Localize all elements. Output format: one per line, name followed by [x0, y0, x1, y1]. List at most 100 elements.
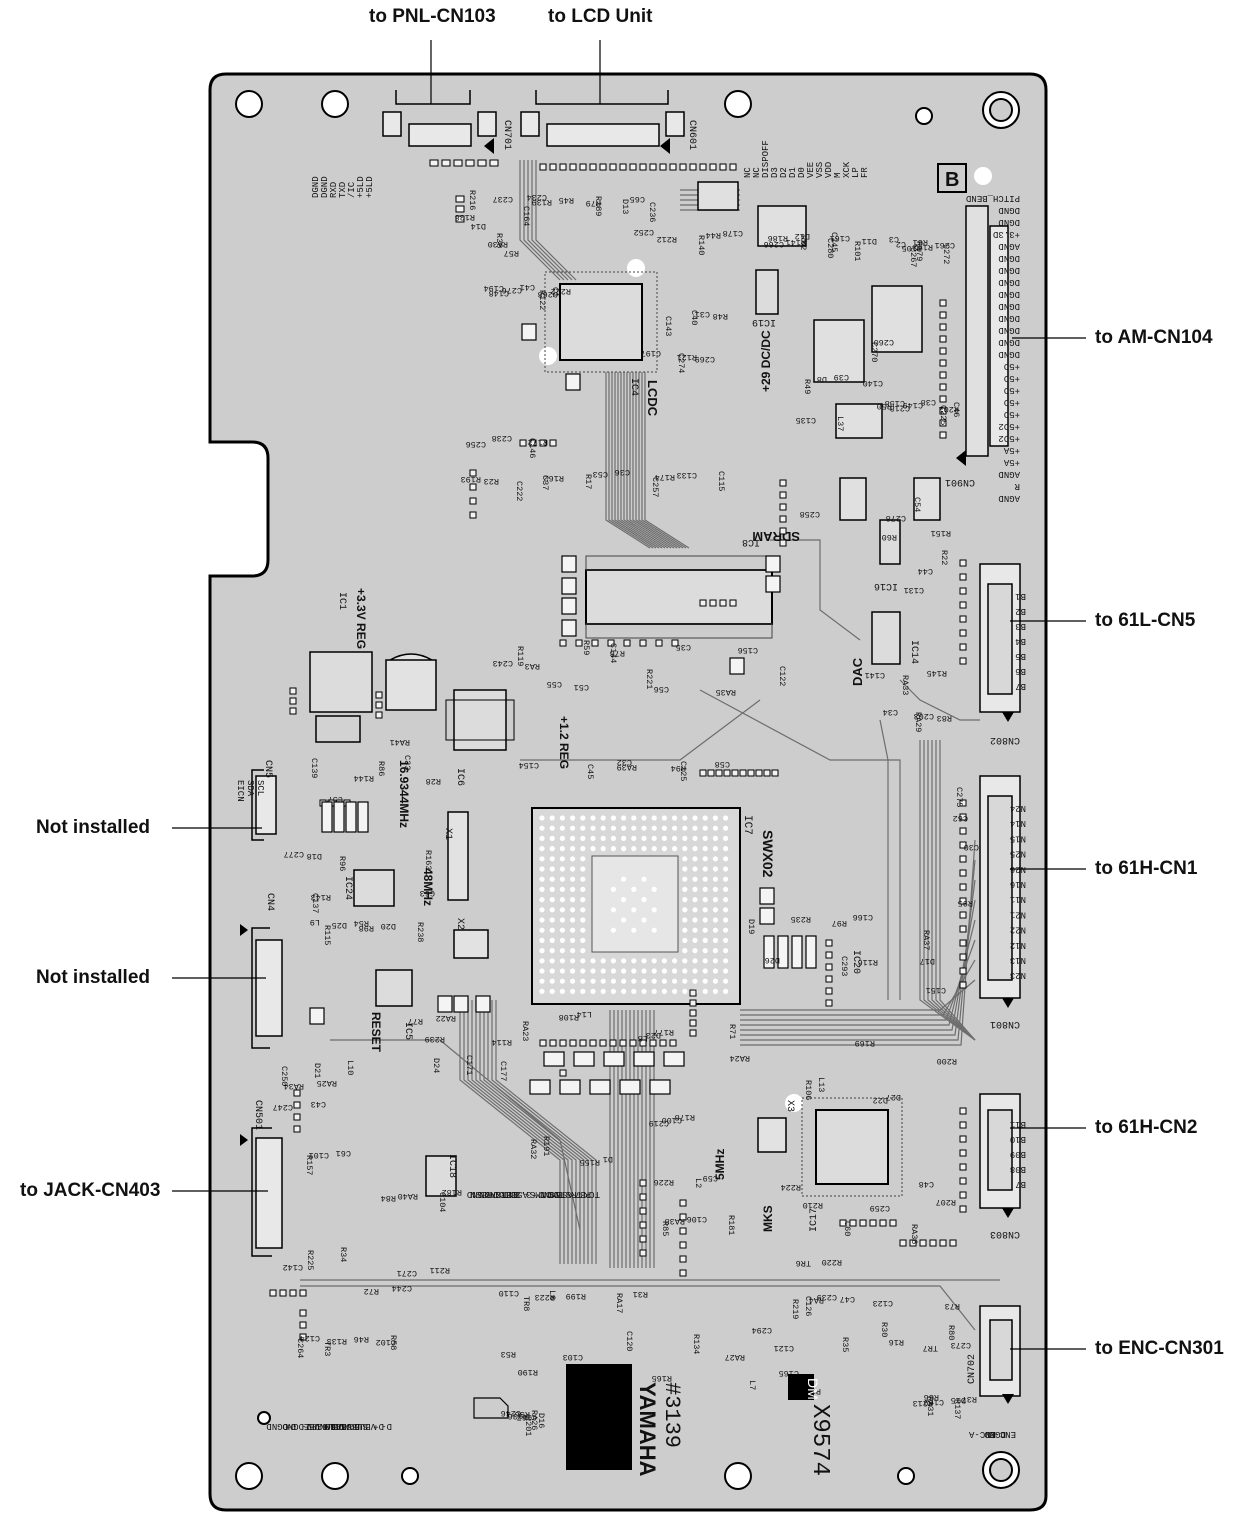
- component-ref: C125: [678, 761, 688, 781]
- component-ref: C35: [676, 642, 691, 652]
- callout-not-installed-1: Not installed: [36, 817, 151, 838]
- pin-label: TRSTN: [555, 1189, 582, 1199]
- component-ref: RA34: [284, 1081, 304, 1091]
- pin-label: VBUS: [322, 1421, 344, 1431]
- x3-label: X3: [784, 1100, 795, 1112]
- pin-label: B3: [1015, 621, 1026, 631]
- ic19-chip: [755, 269, 779, 315]
- component-ref: R140: [696, 235, 706, 255]
- component-ref: R133: [327, 1336, 347, 1346]
- ic24-chip: [353, 869, 395, 907]
- pin-label: D-: [301, 1421, 312, 1431]
- pin-label: TDO: [548, 1189, 564, 1199]
- component-ref: C58: [715, 759, 730, 769]
- component-ref: C270: [869, 342, 879, 362]
- component-ref: R224: [781, 1182, 801, 1192]
- clk-5mhz-label: 5MHz: [713, 1149, 727, 1180]
- component-ref: R86: [376, 761, 386, 776]
- pin-label: +3.3D: [993, 229, 1020, 239]
- test-pad: [473, 1397, 509, 1419]
- pin-label: ENC-A: [968, 1429, 996, 1439]
- callout-61l-cn5: to 61L-CN5: [1095, 610, 1196, 631]
- component-ref: C165: [779, 1368, 799, 1378]
- c3-capacitor: [385, 653, 437, 711]
- pin-label: B7: [1015, 681, 1026, 691]
- component-ref: C106: [687, 1214, 707, 1224]
- cn803-pin1-marker: [1002, 1208, 1014, 1218]
- pin-label: B5: [1015, 651, 1026, 661]
- ic17-label: IC17: [809, 1208, 820, 1232]
- component-ref: D1: [603, 1154, 613, 1164]
- component-ref: RA24: [730, 1053, 750, 1063]
- component-ref: C237: [493, 194, 513, 204]
- label-patch: [566, 1364, 632, 1470]
- pin-label: +5D2: [998, 433, 1020, 443]
- pin-label: DGND: [998, 313, 1020, 323]
- pin-label: N25: [1010, 849, 1026, 859]
- pin-label: +5D: [1004, 361, 1020, 371]
- component-ref: R139: [532, 197, 552, 207]
- cn901-connector: [965, 205, 1009, 457]
- component-ref: R186: [768, 233, 788, 243]
- pin-label: GND: [539, 1189, 555, 1199]
- component-ref: R200: [937, 1056, 957, 1066]
- component-ref: C203: [914, 711, 934, 721]
- component-ref: R56: [924, 1392, 939, 1402]
- component-ref: C63: [420, 888, 435, 898]
- component-ref: R98: [359, 923, 374, 933]
- component-ref: C101: [309, 1150, 329, 1160]
- component-ref: C60: [842, 1221, 852, 1236]
- x1-crystal: [447, 811, 469, 901]
- reg12-label: +1.2 REG: [557, 716, 571, 769]
- pin-label: VBUS: [354, 1421, 376, 1431]
- pin-label: PITCH_BEND: [966, 193, 1020, 203]
- component-ref: R16: [889, 1337, 904, 1347]
- pin-label: EICN: [235, 780, 245, 802]
- x2-crystal: [453, 929, 489, 959]
- component-ref: C45: [585, 764, 595, 779]
- component-ref: C219: [649, 1118, 669, 1128]
- component-ref: C34: [883, 707, 898, 717]
- pin-label: B4: [1015, 636, 1026, 646]
- component-ref: R225: [305, 1250, 315, 1270]
- pin-label: DISPOFF: [761, 140, 771, 178]
- component-ref: C137: [310, 893, 320, 913]
- component-ref: C140: [863, 378, 883, 388]
- component-ref: C47: [840, 1294, 855, 1304]
- pin-label: RESN: [470, 1189, 492, 1199]
- pin-label: DGND: [998, 265, 1020, 275]
- component-ref: R174: [655, 472, 675, 482]
- ic8-label: IC8: [742, 536, 760, 547]
- component-ref: C62: [953, 813, 968, 823]
- component-ref: R172: [528, 437, 548, 447]
- component-ref: R212: [657, 234, 677, 244]
- component-ref: D21: [312, 1063, 322, 1078]
- pin-label: DGND: [998, 337, 1020, 347]
- component-ref: R181: [726, 1215, 736, 1235]
- pin-label: LP: [851, 167, 861, 178]
- pin-label: N22: [1010, 925, 1026, 935]
- component-ref: C124: [300, 1333, 320, 1343]
- callout-jack-cn403: to JACK-CN403: [20, 1180, 161, 1201]
- component-ref: R94: [671, 763, 686, 773]
- pin-label: SUBSTAIN: [325, 1421, 368, 1431]
- component-ref: C267: [908, 247, 918, 267]
- component-ref: C110: [499, 1288, 519, 1298]
- pin-label: D+: [285, 1421, 296, 1431]
- pin-label: TDI: [494, 1189, 510, 1199]
- component-ref: TR3: [322, 1341, 332, 1356]
- component-ref: C51: [574, 682, 589, 692]
- ic19-label: IC19: [752, 316, 776, 327]
- cn803-label: CN803: [990, 1228, 1020, 1239]
- component-ref: R119: [515, 646, 525, 666]
- component-ref: R179: [914, 241, 924, 261]
- component-ref: R44: [706, 230, 721, 240]
- component-ref: C32: [617, 757, 632, 767]
- pin-label: AGND: [998, 241, 1020, 251]
- component-ref: C135: [796, 415, 816, 425]
- pin-label: N23: [1010, 970, 1026, 980]
- ic6-regulator: [445, 689, 515, 751]
- callout-not-installed-2: Not installed: [36, 967, 151, 988]
- cn802-connector: [979, 563, 1021, 713]
